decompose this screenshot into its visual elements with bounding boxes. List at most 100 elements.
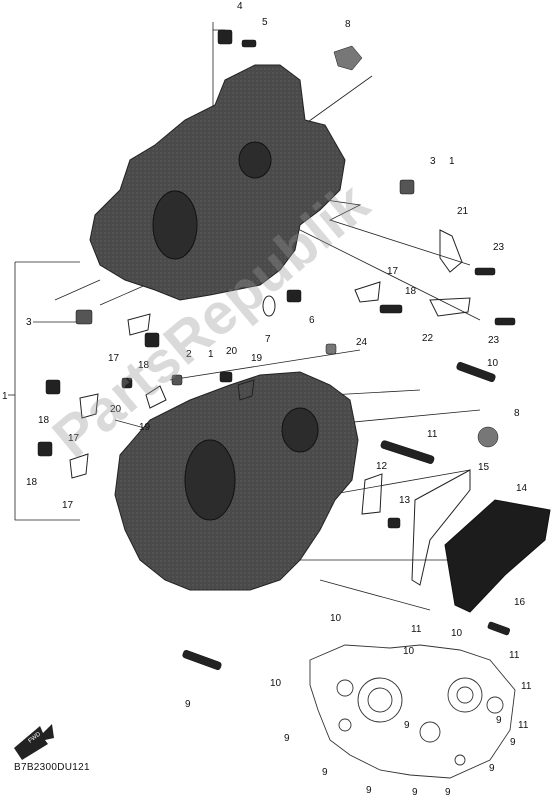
callout-13: 13 xyxy=(399,495,411,506)
bearing-bore xyxy=(238,141,272,179)
callout-9: 9 xyxy=(510,737,516,748)
callout-7: 7 xyxy=(265,334,271,345)
callout-9: 9 xyxy=(322,767,328,778)
callout-15: 15 xyxy=(478,462,490,473)
callout-3-left: 3 xyxy=(26,317,32,328)
callout-16: 16 xyxy=(514,597,526,608)
callout-11: 11 xyxy=(509,650,520,661)
callout-17: 17 xyxy=(68,433,80,444)
plug-8 xyxy=(477,426,499,448)
callout-17: 17 xyxy=(387,266,399,277)
stud-bolt-4 xyxy=(217,29,233,45)
callout-23: 23 xyxy=(488,335,500,346)
callout-9: 9 xyxy=(404,720,410,731)
callout-numbers: 1 2 1 3 1 3 4 5 6 7 8 8 9 10 11 12 13 14… xyxy=(2,1,532,798)
callout-11: 11 xyxy=(427,429,438,440)
bolt-23 xyxy=(474,267,496,276)
gasket-17 xyxy=(127,313,151,336)
callout-2-ref: 1 xyxy=(208,349,214,360)
callout-1: 1 xyxy=(2,391,8,402)
gasket-19 xyxy=(145,385,167,409)
bearing-bore xyxy=(281,407,319,453)
callout-5: 5 xyxy=(262,17,268,28)
part-code: B7B2300DU121 xyxy=(14,762,90,773)
callout-9: 9 xyxy=(284,733,290,744)
plug-6 xyxy=(286,289,302,303)
callout-3: 3 xyxy=(430,156,436,167)
callout-10: 10 xyxy=(330,613,342,624)
lower-crankcase xyxy=(114,371,359,591)
callout-9: 9 xyxy=(185,699,191,710)
bracket-22 xyxy=(429,297,471,317)
bolt-18 xyxy=(37,441,53,457)
bolt-20 xyxy=(219,371,233,383)
callout-18: 18 xyxy=(26,477,38,488)
callout-20: 20 xyxy=(226,346,238,357)
gasket-19 xyxy=(237,379,255,401)
dowel-3 xyxy=(399,179,415,195)
callout-9: 9 xyxy=(445,787,451,798)
bolt-20 xyxy=(121,377,133,389)
gaskets xyxy=(69,229,471,586)
callout-9: 9 xyxy=(496,715,502,726)
guide-15 xyxy=(411,469,471,586)
callout-17: 17 xyxy=(108,353,120,364)
cover-14 xyxy=(444,499,551,613)
callout-18: 18 xyxy=(405,286,417,297)
callout-18: 18 xyxy=(38,415,50,426)
callout-10: 10 xyxy=(487,358,499,369)
bracket-12 xyxy=(361,473,383,515)
callout-6: 6 xyxy=(309,315,315,326)
bolt-18 xyxy=(379,304,403,314)
callout-4: 4 xyxy=(237,1,243,12)
bolt-10 xyxy=(456,361,496,383)
bearing-bore xyxy=(152,190,198,260)
bolt-11 xyxy=(380,440,435,464)
bolt-9 xyxy=(182,649,222,671)
plug-8 xyxy=(333,45,363,71)
dowel-2 xyxy=(171,374,183,386)
bolt-18 xyxy=(144,332,160,348)
bolt-5 xyxy=(241,39,257,48)
callout-10: 10 xyxy=(403,646,415,657)
callout-14: 14 xyxy=(516,483,528,494)
bolt-18 xyxy=(45,379,61,395)
gasket-17 xyxy=(354,281,381,303)
bolt-13 xyxy=(387,517,401,529)
dowel-3 xyxy=(75,309,93,325)
callout-22: 22 xyxy=(422,333,434,344)
callout-17: 17 xyxy=(62,500,74,511)
callout-11: 11 xyxy=(518,720,529,731)
bracket-21 xyxy=(439,229,463,273)
fwd-arrow-icon: FWD xyxy=(14,724,54,760)
callout-11: 11 xyxy=(411,624,422,635)
bottom-view-crankcase xyxy=(309,644,516,779)
gasket-17 xyxy=(69,453,89,479)
callout-8-top: 8 xyxy=(345,19,351,30)
callout-24: 24 xyxy=(356,337,368,348)
callout-3-ref: 1 xyxy=(449,156,455,167)
callout-9: 9 xyxy=(489,763,495,774)
bolt-16 xyxy=(487,621,511,636)
upper-crankcase xyxy=(89,64,346,301)
callout-23: 23 xyxy=(493,242,505,253)
callout-10: 10 xyxy=(451,628,463,639)
gasket-17 xyxy=(79,393,99,419)
callout-9: 9 xyxy=(366,785,372,796)
callout-9: 9 xyxy=(412,787,418,798)
bearing-bore xyxy=(184,439,236,521)
callout-18: 18 xyxy=(138,360,150,371)
callout-11: 11 xyxy=(521,681,532,692)
fasteners xyxy=(37,29,516,671)
callout-8-right: 8 xyxy=(514,408,520,419)
callout-19: 19 xyxy=(251,353,263,364)
callout-19: 19 xyxy=(139,422,151,433)
callout-10: 10 xyxy=(270,678,282,689)
plug-24 xyxy=(325,343,337,355)
callout-20: 20 xyxy=(110,404,122,415)
callout-2: 2 xyxy=(186,349,192,360)
callout-21: 21 xyxy=(457,206,469,217)
o-ring-7 xyxy=(262,295,276,317)
